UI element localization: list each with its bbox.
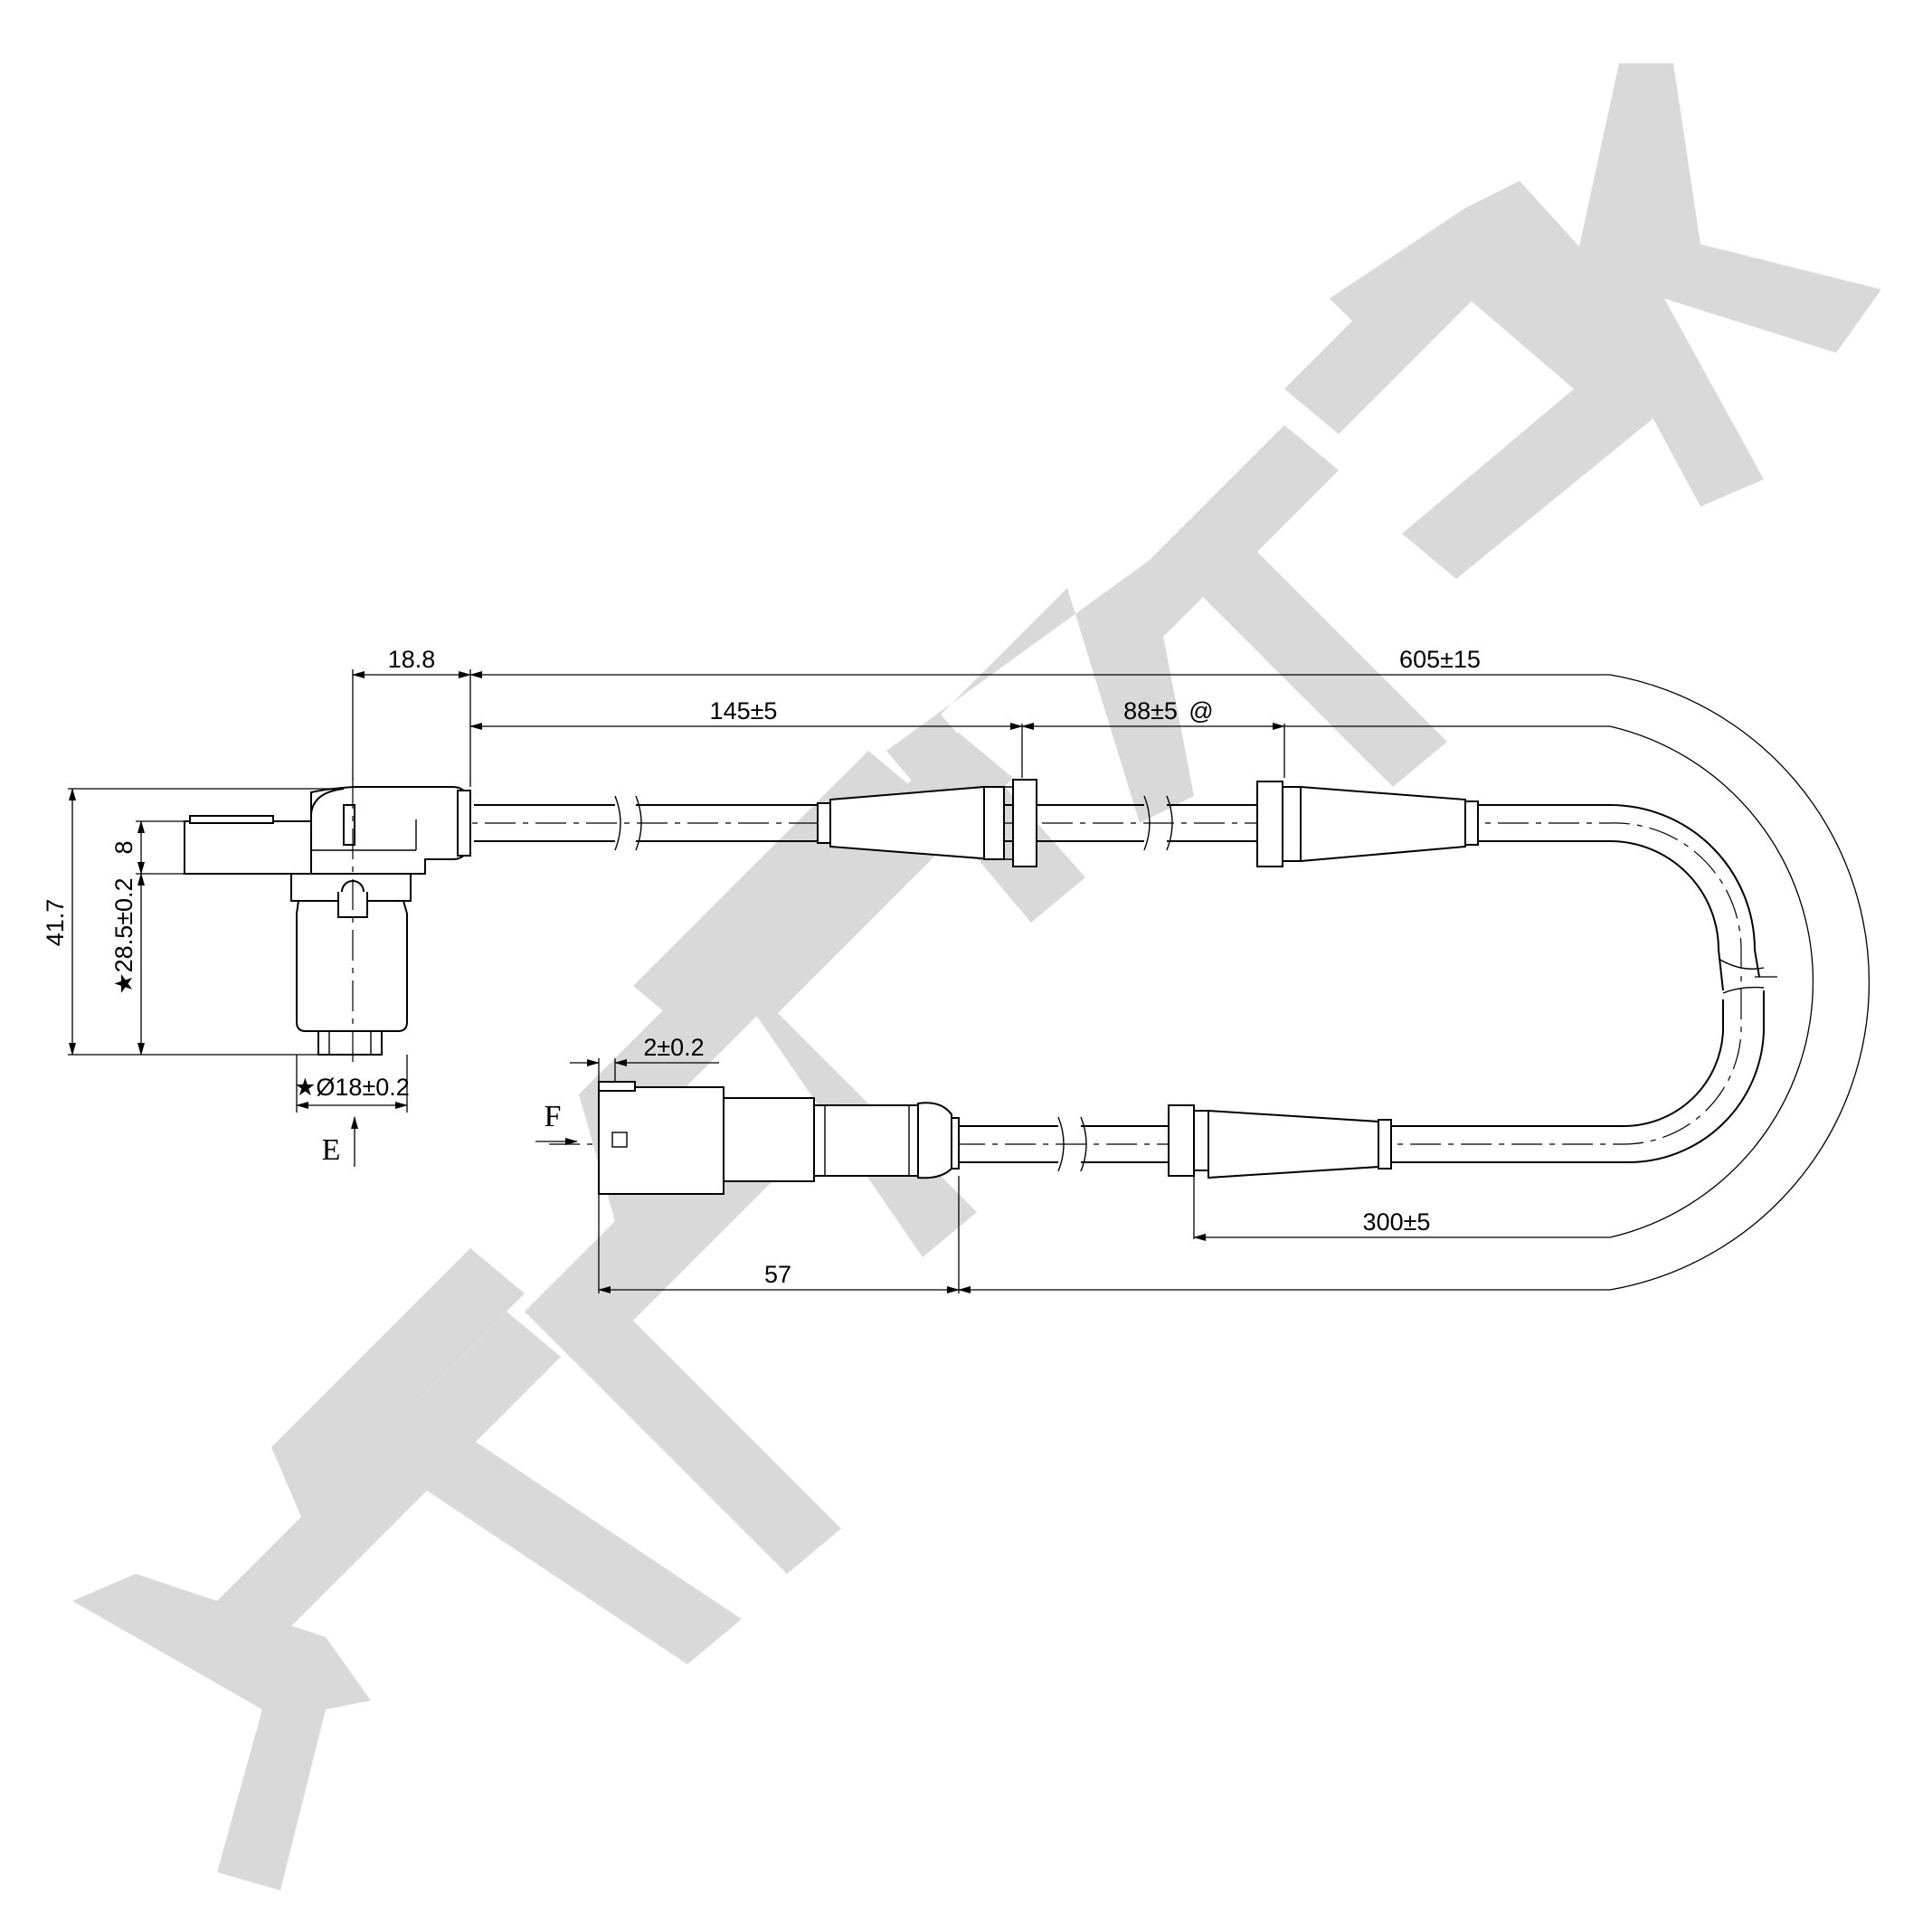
dim-body-length: ★28.5±0.2 [110, 877, 137, 994]
sensor-head [184, 778, 471, 1067]
dim-pin-offset: 2±0.2 [643, 1034, 704, 1061]
dim-body-diameter: ★Ø18±0.2 [294, 1074, 410, 1101]
dim-sensor-offset: 18.8 [388, 646, 436, 673]
dim-flange-thickness: 8 [110, 840, 137, 854]
view-label-f: F [545, 1100, 562, 1133]
view-label-e: E [322, 1133, 341, 1167]
dim-total-length: 605±15 [1399, 646, 1481, 673]
dim-connector-length: 57 [764, 1261, 791, 1288]
dim-sensor-height: 41.7 [42, 899, 69, 947]
dimension-lines [69, 671, 1870, 1293]
dim-rear-sleeve: 300±5 [1363, 1208, 1431, 1236]
dim-sensor-to-grommet: 145±5 [710, 697, 778, 724]
dim-grommet-spacing-mark: @ [1189, 697, 1213, 724]
dim-grommet-spacing: 88±5 [1123, 697, 1178, 724]
sleeve-connector-side [1168, 1104, 1392, 1179]
grommet-rear [1256, 781, 1479, 867]
